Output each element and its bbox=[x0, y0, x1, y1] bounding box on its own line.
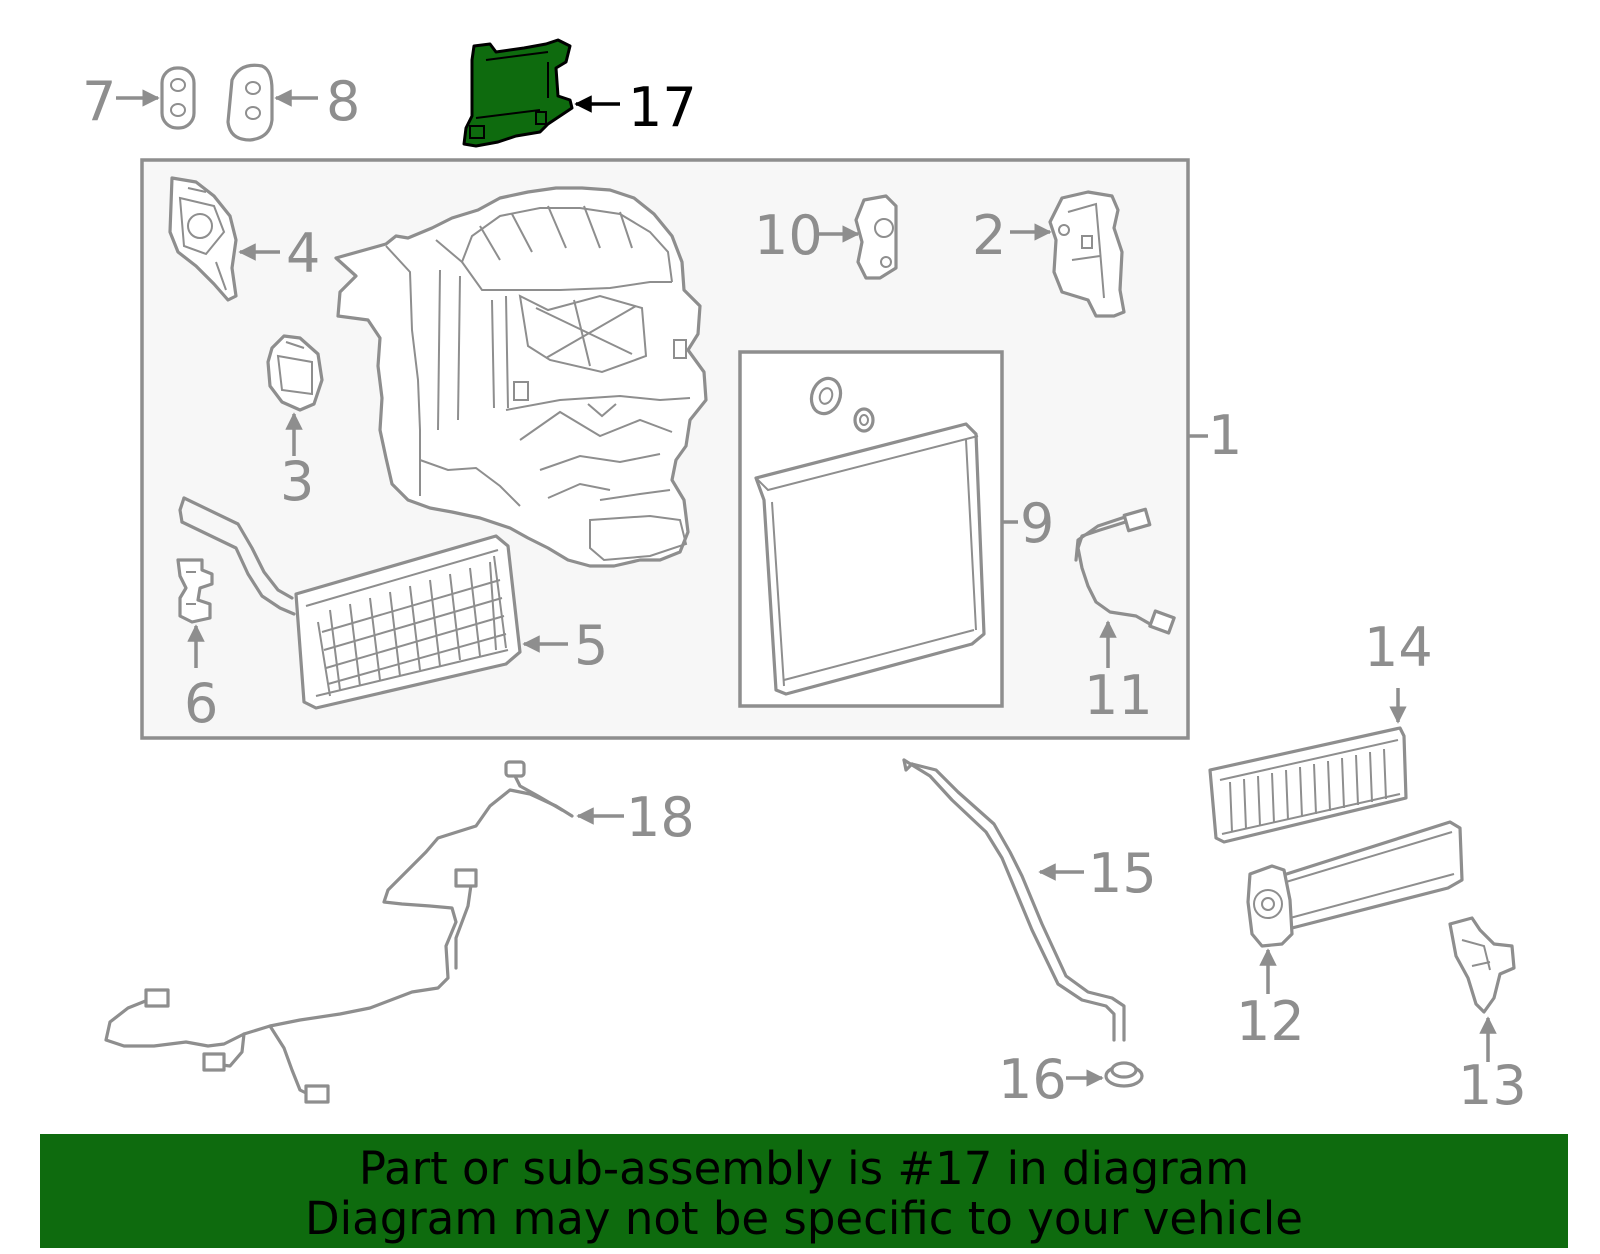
part-13-bracket bbox=[1448, 916, 1516, 1062]
callout-11: 11 bbox=[1084, 664, 1153, 727]
part-3-motor bbox=[266, 334, 324, 456]
callout-5: 5 bbox=[574, 614, 608, 677]
callout-8: 8 bbox=[326, 70, 360, 133]
part-8-seal bbox=[226, 63, 318, 142]
callout-10: 10 bbox=[754, 204, 823, 267]
part-16-grommet bbox=[1066, 1061, 1144, 1088]
callout-18: 18 bbox=[626, 786, 695, 849]
callout-16: 16 bbox=[998, 1048, 1067, 1111]
part-5-heater-core bbox=[178, 496, 568, 710]
callout-3: 3 bbox=[280, 450, 314, 513]
hvac-case bbox=[334, 186, 708, 568]
info-banner: Part or sub-assembly is #17 in diagram D… bbox=[40, 1134, 1568, 1248]
part-7-seal bbox=[116, 66, 196, 130]
part-4-servo bbox=[168, 176, 280, 302]
callout-15: 15 bbox=[1088, 842, 1157, 905]
part-2-module bbox=[1010, 190, 1126, 318]
callout-14: 14 bbox=[1364, 616, 1433, 679]
callout-13: 13 bbox=[1458, 1054, 1527, 1117]
callout-12: 12 bbox=[1236, 990, 1305, 1053]
callout-4: 4 bbox=[286, 222, 320, 285]
callout-9: 9 bbox=[1020, 492, 1054, 555]
part-12-blower bbox=[1246, 820, 1464, 994]
banner-line-2: Diagram may not be specific to your vehi… bbox=[305, 1192, 1303, 1245]
callout-6: 6 bbox=[184, 672, 218, 735]
part-11-harness bbox=[1074, 507, 1176, 668]
callout-17: 17 bbox=[628, 76, 697, 139]
callout-2: 2 bbox=[972, 204, 1006, 267]
callout-1: 1 bbox=[1208, 404, 1242, 467]
part-18-harness bbox=[104, 760, 624, 1104]
part-9-evaporator bbox=[754, 376, 986, 696]
part-17-control-module bbox=[462, 38, 620, 148]
banner-line-1: Part or sub-assembly is #17 in diagram bbox=[358, 1142, 1250, 1195]
part-15-pipe bbox=[902, 758, 1126, 1042]
part-10-valve bbox=[818, 194, 898, 280]
part-14-filter bbox=[1208, 688, 1408, 844]
part-6-clip bbox=[176, 558, 214, 668]
callout-7: 7 bbox=[82, 70, 116, 133]
